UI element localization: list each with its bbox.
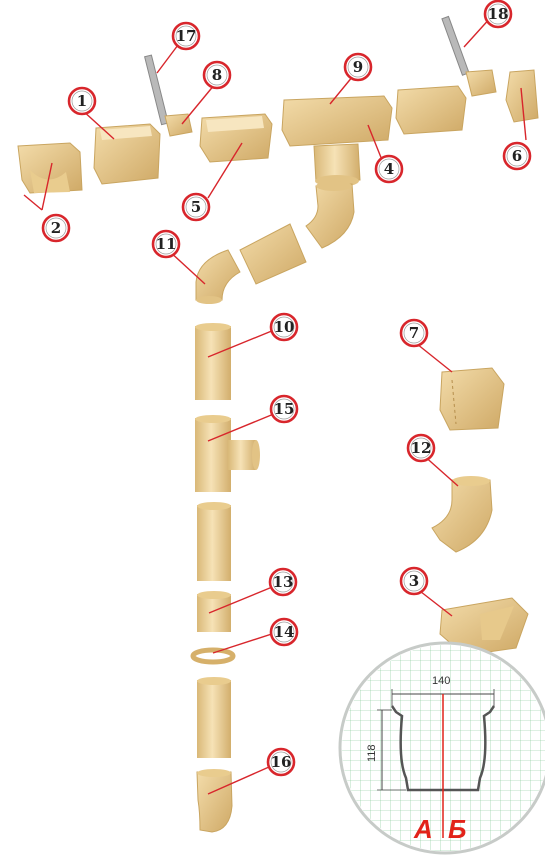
callout-number: 11 xyxy=(156,235,177,253)
callout-number: 10 xyxy=(274,318,295,336)
part-hanger-18 xyxy=(442,16,496,96)
callout-number: 8 xyxy=(212,66,222,84)
callout-badge-9: 9 xyxy=(345,54,371,80)
part-elbow-12 xyxy=(432,476,492,552)
profile-detail: 140 118 А Б xyxy=(340,643,545,853)
callout-number: 5 xyxy=(191,198,201,216)
callout-number: 4 xyxy=(384,160,394,178)
callout-badge-3: 3 xyxy=(401,568,427,594)
part-pipe-middle xyxy=(197,502,231,581)
callout-number: 1 xyxy=(77,92,87,110)
callout-badge-8: 8 xyxy=(204,62,230,88)
callout-badge-11: 11 xyxy=(153,231,179,257)
part-joint-7 xyxy=(440,368,504,430)
part-clamp-14 xyxy=(193,650,233,662)
callout-badge-2: 2 xyxy=(43,215,69,241)
callout-badge-4: 4 xyxy=(376,156,402,182)
part-elbow-upper xyxy=(306,181,354,248)
callout-badge-7: 7 xyxy=(401,320,427,346)
callout-number: 3 xyxy=(409,572,419,590)
callout-number: 14 xyxy=(274,623,295,641)
part-pipe-lower xyxy=(197,677,231,758)
callout-badge-6: 6 xyxy=(504,143,530,169)
part-pipe-diagonal xyxy=(240,224,306,284)
callout-badge-5: 5 xyxy=(183,194,209,220)
part-outlet-16 xyxy=(197,769,232,832)
part-gutter-section-right xyxy=(396,86,466,134)
callout-number: 7 xyxy=(409,324,419,342)
side-b-label: Б xyxy=(448,814,466,844)
callout-number: 9 xyxy=(353,58,363,76)
callout-number: 2 xyxy=(51,219,61,237)
part-end-cap-left xyxy=(18,143,82,193)
callout-badge-14: 14 xyxy=(271,619,297,645)
part-gutter-section-5 xyxy=(200,114,272,162)
callout-badge-10: 10 xyxy=(271,314,297,340)
callout-badge-15: 15 xyxy=(271,396,297,422)
part-tee-15 xyxy=(195,415,260,492)
part-elbow-11 xyxy=(196,250,240,304)
callout-number: 18 xyxy=(488,5,509,23)
callout-badge-13: 13 xyxy=(270,569,296,595)
callout-badge-12: 12 xyxy=(408,435,434,461)
callout-badge-1: 1 xyxy=(69,88,95,114)
callout-number: 6 xyxy=(512,147,522,165)
callout-badge-18: 18 xyxy=(485,1,511,27)
height-dimension-label: 118 xyxy=(366,744,378,762)
part-hanger-17 xyxy=(145,55,192,136)
side-a-label: А xyxy=(413,814,433,844)
callout-number: 13 xyxy=(273,573,294,591)
width-dimension-label: 140 xyxy=(432,675,450,687)
callout-badge-16: 16 xyxy=(268,749,294,775)
callout-number: 12 xyxy=(411,439,432,457)
callout-number: 15 xyxy=(274,400,295,418)
part-gutter-section-1 xyxy=(94,124,160,184)
callout-number: 17 xyxy=(176,27,197,45)
callout-badge-17: 17 xyxy=(173,23,199,49)
part-pipe-10 xyxy=(195,323,231,400)
callout-number: 16 xyxy=(271,753,292,771)
